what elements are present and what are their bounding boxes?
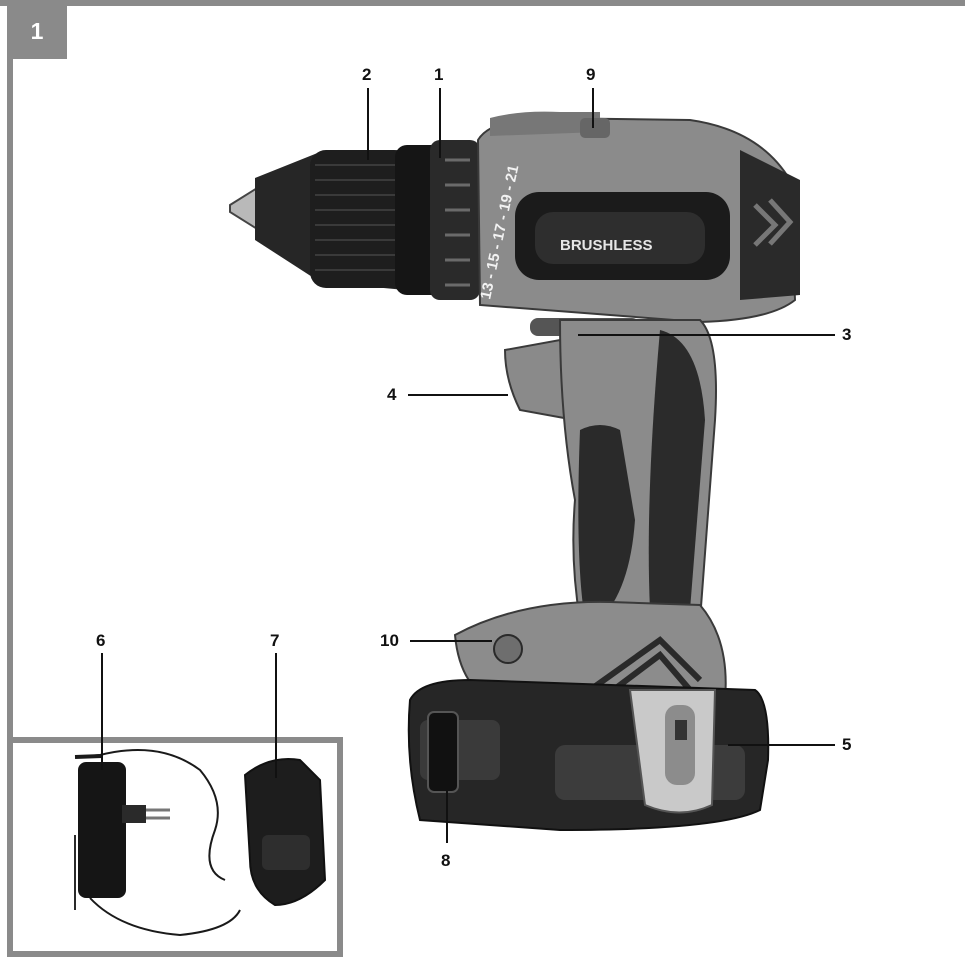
figure-number-badge: 1: [7, 3, 67, 59]
callout-leader-lines: [101, 88, 835, 843]
drill-chuck: [229, 140, 480, 300]
drill-housing: [476, 111, 800, 336]
callout-7: 7: [270, 631, 280, 650]
callout-8: 8: [441, 851, 451, 870]
charger-adapter: [74, 749, 241, 937]
callout-9: 9: [586, 65, 596, 84]
callout-4: 4: [387, 385, 397, 404]
figure-frame-top: [0, 0, 965, 6]
charging-cradle: [243, 758, 327, 907]
drill-handle: [558, 319, 717, 621]
callout-6: 6: [96, 631, 106, 650]
brand-label: BRUSHLESS: [560, 237, 653, 254]
belt-clip: [628, 689, 717, 814]
figure-frame-left: [7, 0, 13, 944]
callout-3: 3: [842, 325, 852, 344]
callout-1: 1: [434, 65, 444, 84]
callout-10: 10: [380, 631, 399, 650]
callout-2: 2: [362, 65, 372, 84]
battery-release-button: [427, 711, 459, 793]
callout-5: 5: [842, 735, 852, 754]
